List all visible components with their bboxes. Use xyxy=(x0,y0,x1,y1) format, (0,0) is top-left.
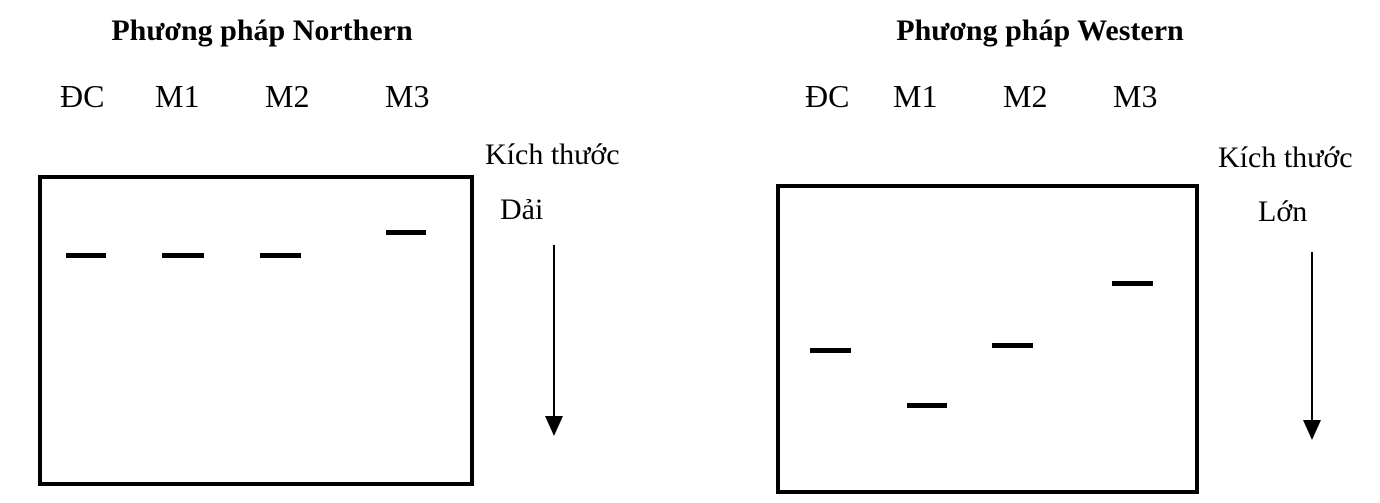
northern-band-m2 xyxy=(260,253,301,258)
northern-lane-label-m2: M2 xyxy=(265,78,310,114)
western-lane-label-m3: M3 xyxy=(1113,78,1158,114)
western-arrow-down-icon xyxy=(1303,420,1321,440)
western-gel xyxy=(776,184,1199,494)
northern-size-value: Dải xyxy=(500,193,544,226)
northern-title: Phương pháp Northern xyxy=(111,14,413,47)
northern-arrow-line xyxy=(553,245,555,420)
western-size-label: Kích thước xyxy=(1218,141,1353,174)
northern-gel xyxy=(38,175,474,486)
northern-lane-label-m1: M1 xyxy=(155,78,200,114)
western-size-value: Lớn xyxy=(1258,195,1308,228)
western-lane-label-m2: M2 xyxy=(1003,78,1048,114)
northern-lane-label-dc: ĐC xyxy=(60,78,105,114)
western-band-dc xyxy=(810,348,851,353)
western-arrow-line xyxy=(1311,252,1313,424)
western-band-m1 xyxy=(907,403,947,408)
western-band-m2 xyxy=(992,343,1033,348)
western-band-m3 xyxy=(1112,281,1153,286)
western-lane-label-m1: M1 xyxy=(893,78,938,114)
northern-band-m3 xyxy=(386,230,426,235)
western-title: Phương pháp Western xyxy=(896,14,1184,47)
northern-arrow-down-icon xyxy=(545,416,563,436)
northern-band-m1 xyxy=(162,253,204,258)
northern-band-dc xyxy=(66,253,106,258)
northern-size-label: Kích thước xyxy=(485,138,620,171)
western-lane-label-dc: ĐC xyxy=(805,78,850,114)
northern-lane-label-m3: M3 xyxy=(385,78,430,114)
